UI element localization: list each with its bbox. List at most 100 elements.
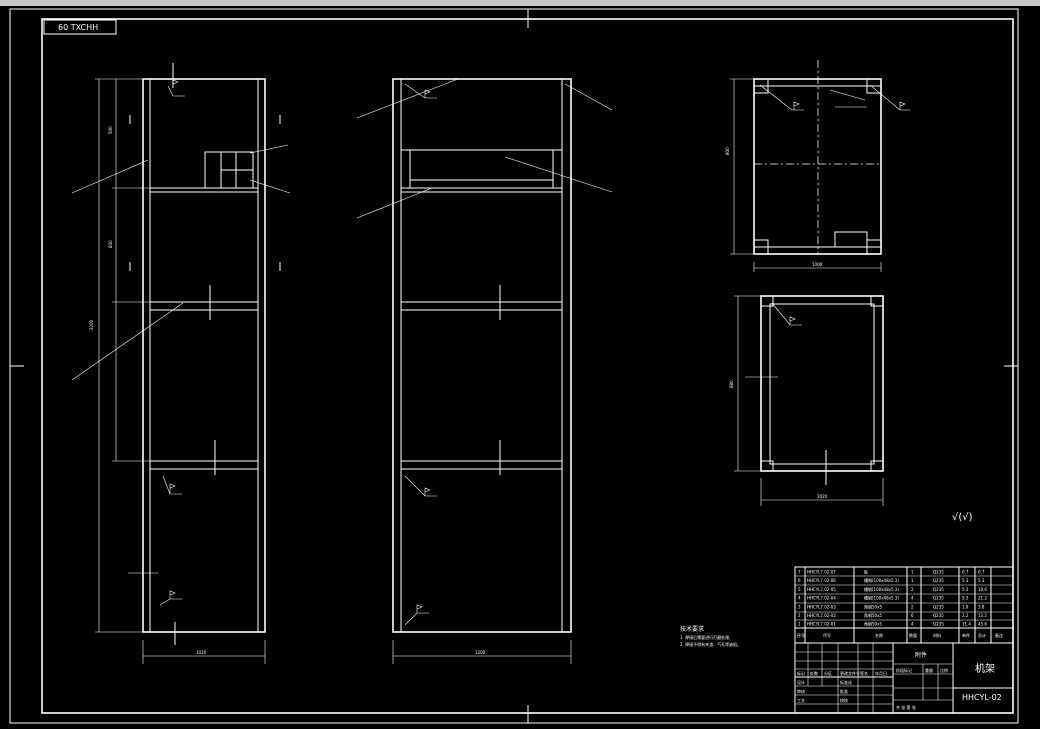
bom-cell-code: HHCYL7.02-04	[807, 596, 836, 601]
bom-cell-mat: Q235	[933, 613, 944, 618]
bom-cell-name: 槽钢(100x48x5.3)	[864, 577, 899, 583]
bom-cell-code: HHCYL7.02-01	[807, 622, 836, 627]
tb-label-design: 设计	[797, 679, 805, 685]
stamp-label: 60 TXCHH	[58, 23, 98, 32]
viewer-top-bar	[0, 0, 1040, 6]
svg-text:1000: 1000	[812, 262, 823, 267]
side-view: 1200	[356, 78, 613, 664]
bom-cell-code: HHCYL7.02-03	[807, 604, 836, 609]
bom-cell-name: 角钢50x5	[864, 612, 882, 618]
bom-header-remark: 备注	[995, 632, 1003, 638]
tb-label-zone: 分区	[824, 670, 832, 676]
bom-cell-no: 2	[798, 613, 801, 618]
tb-label-standard: 标准化	[840, 679, 852, 685]
bom-cell-qty: 6	[911, 613, 914, 618]
bom-cell-code: HHCYL7.02-06	[807, 578, 836, 583]
tech-req-line-2: 2. 焊接不得有夹渣、气孔等缺陷。	[680, 641, 741, 647]
bom-cell-code: HHCYL7.02-02	[807, 613, 836, 618]
bom-cell-w2: 0.7	[978, 570, 985, 575]
bom-cell-w2: 3.8	[978, 604, 985, 609]
tb-label-stage: 阶段标记	[896, 667, 912, 673]
bom-cell-no: 3	[798, 604, 801, 609]
roughness-symbol: √(√)	[952, 512, 973, 523]
title-block: 标记 处数 分区 更改文件号 签名 年月日 设计 审核 工艺 标准化 批准 校核…	[794, 642, 1014, 714]
bom-cell-qty: 4	[911, 622, 914, 627]
bom-cell-w2: 21.2	[978, 596, 987, 601]
svg-text:500: 500	[108, 126, 113, 134]
svg-text:880: 880	[729, 380, 734, 388]
bom-cell-w2: 13.2	[978, 613, 987, 618]
tb-label-review: 审核	[797, 688, 805, 694]
bom-cell-w2: 10.6	[978, 587, 987, 592]
tb-label-check: 校核	[840, 697, 848, 703]
bom-cell-no: 5	[798, 587, 801, 592]
tb-assembly-label: 附件	[915, 651, 927, 659]
top-view: 1000 800	[725, 60, 910, 272]
cad-drawing-sheet: 60 TXCHH 1020 3200 500 840	[9, 8, 1019, 724]
tech-requirements: 技术要求 1. 焊接后需要进行打磨处理, 2. 焊接不得有夹渣、气孔等缺陷。	[680, 625, 741, 647]
bom-cell-qty: 1	[911, 570, 914, 575]
bom-cell-mat: Q235	[933, 604, 944, 609]
bom-header-unit: 单件	[962, 632, 970, 638]
svg-text:1020: 1020	[196, 650, 207, 655]
bom-cell-no: 4	[798, 596, 801, 601]
bom-cell-w2: 5.3	[978, 578, 985, 583]
bom-header-mat: 材料	[933, 632, 941, 638]
svg-text:1200: 1200	[475, 650, 486, 655]
tb-label-signature: 签名	[860, 670, 868, 676]
tb-label-mark: 标记	[797, 670, 805, 676]
bom-cell-w1: 5.3	[962, 587, 969, 592]
bom-header-total: 总计	[978, 632, 986, 638]
tb-label-count: 处数	[810, 670, 818, 676]
bom-cell-code: HHCYL7.02-07	[807, 570, 836, 575]
tb-label-date: 年月日	[875, 670, 887, 676]
bom-cell-w1: 0.7	[962, 570, 969, 575]
tb-label-scale: 比例	[940, 667, 948, 673]
bom-cell-name: 角钢50x5	[864, 603, 882, 609]
front-view: 1020 3200 500 840	[71, 63, 291, 664]
tb-label-change-doc: 更改文件号	[840, 670, 860, 676]
stamp-box	[43, 19, 117, 35]
bom-cell-no: 7	[798, 570, 801, 575]
tb-label-process: 工艺	[797, 698, 805, 703]
bom-cell-qty: 1	[911, 578, 914, 583]
bom-cell-no: 6	[798, 578, 801, 583]
bom-cell-w1: 2.2	[962, 613, 969, 618]
tech-req-line-1: 1. 焊接后需要进行打磨处理,	[680, 634, 730, 640]
bom-cell-qty: 2	[911, 587, 914, 592]
svg-text:1020: 1020	[817, 494, 828, 499]
bom-cell-name: 角钢50x5	[864, 621, 882, 627]
svg-text:840: 840	[108, 240, 113, 248]
svg-text:800: 800	[725, 147, 730, 155]
bom-header-name: 名称	[875, 632, 883, 638]
bom-cell-mat: Q235	[933, 596, 944, 601]
tech-req-title: 技术要求	[680, 625, 704, 633]
bom-cell-mat: Q235	[933, 578, 944, 583]
bom-cell-mat: Q235	[933, 587, 944, 592]
bom-cell-no: 1	[798, 622, 801, 627]
bom-cell-mat: Q235	[933, 570, 944, 575]
drawing-title: 机架	[975, 662, 995, 675]
bom-cell-code: HHCYL7.02-05	[807, 587, 836, 592]
tb-label-weight: 重量	[925, 667, 933, 673]
bom-cell-qty: 4	[911, 596, 914, 601]
bom-header-qty: 数量	[909, 632, 917, 638]
bom-cell-w1: 5.3	[962, 578, 969, 583]
bom-cell-w1: 11.4	[962, 622, 971, 627]
bom-cell-name: 槽钢(100x48x5.3)	[864, 586, 899, 592]
drawing-number: HHCYL-02	[962, 693, 1002, 702]
bom-cell-mat: Q235	[933, 622, 944, 627]
bom-cell-w2: 45.6	[978, 622, 987, 627]
bom-header-no: 序号	[797, 632, 805, 638]
tb-label-sheets: 共 张 第 张	[896, 704, 916, 710]
bom-cell-qty: 2	[911, 604, 914, 609]
bom-cell-w1: 5.3	[962, 596, 969, 601]
bom-cell-name: 槽钢(100x48x5.3)	[864, 595, 899, 601]
bom-cell-name: 板	[864, 569, 868, 575]
bom-header-code: 代号	[823, 632, 831, 638]
svg-text:3200: 3200	[89, 319, 94, 330]
tb-label-approve: 批准	[840, 688, 848, 694]
bom-cell-w1: 1.9	[962, 604, 969, 609]
